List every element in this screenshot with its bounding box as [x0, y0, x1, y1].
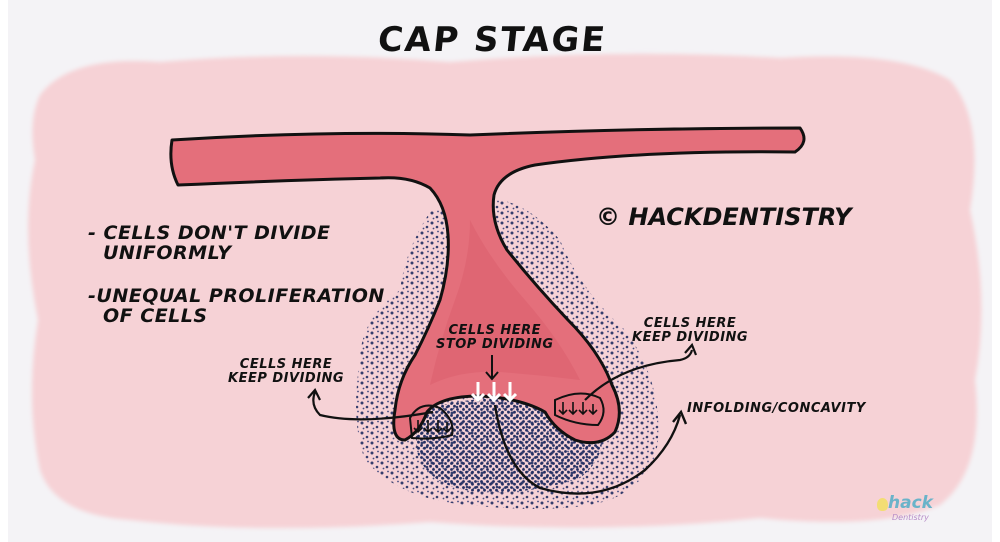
logo-sub-text: Dentistry: [892, 513, 929, 522]
note-cells-divide-line2: UNIFORMLY: [103, 242, 231, 265]
stop-dividing-arrows: [472, 382, 516, 400]
annotation-keep-dividing-right-line1: CELLS HERE: [632, 317, 748, 331]
annotation-keep-dividing-left: CELLS HERE KEEP DIVIDING: [228, 358, 344, 386]
logo-main-text: hack: [888, 493, 933, 513]
lightbulb-icon: [877, 498, 888, 511]
annotation-stop-dividing-line1: CELLS HERE: [436, 324, 554, 338]
annotation-keep-dividing-left-line2: KEEP DIVIDING: [228, 372, 344, 386]
annotation-stop-dividing: CELLS HERE STOP DIVIDING: [436, 324, 554, 352]
annotation-keep-dividing-right: CELLS HERE KEEP DIVIDING: [632, 317, 748, 345]
hackdentistry-logo: hack Dentistry: [876, 493, 936, 533]
copyright-text: © HACKDENTISTRY: [596, 203, 852, 231]
annotation-infolding: INFOLDING/CONCAVITY: [687, 401, 866, 416]
annotation-keep-dividing-left-line1: CELLS HERE: [228, 358, 344, 372]
annotation-keep-dividing-right-line2: KEEP DIVIDING: [632, 331, 748, 345]
note-unequal-proliferation-line2: OF CELLS: [103, 305, 208, 328]
annotation-stop-dividing-line2: STOP DIVIDING: [436, 338, 554, 352]
diagram-title: CAP STAGE: [376, 20, 609, 60]
